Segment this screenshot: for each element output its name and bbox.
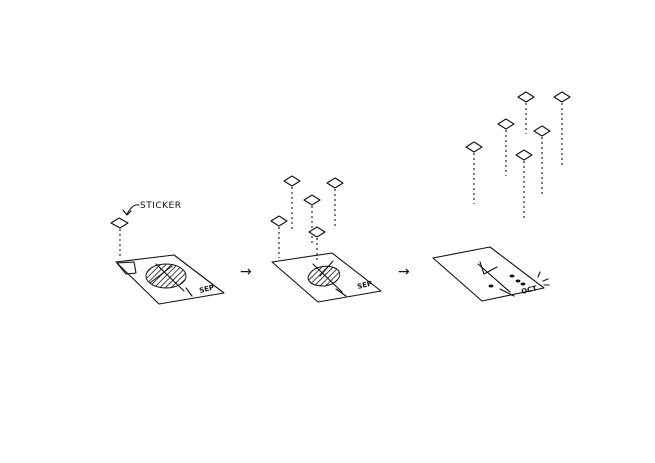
cross-stroke [312,263,347,297]
stage-2: SEP [270,175,382,303]
stage-3: OCT [432,91,571,302]
cross-stroke [155,263,193,297]
sticker-callout-arrowhead [122,209,132,216]
floating-sticker [270,215,288,227]
sparkle-lines [537,271,550,286]
flow-arrow-1: → [240,264,252,280]
floating-sticker [515,149,533,161]
card-stage-1: SEP [115,254,225,305]
leftover-speck [520,282,526,286]
floating-sticker [283,175,301,187]
floating-sticker [326,177,344,189]
flow-arrow-2: → [398,264,410,280]
floating-sticker [553,91,571,103]
floating-sticker [465,141,483,153]
hatched-blob-partial [307,265,341,287]
leftover-speck [509,274,515,278]
card-stage-2: SEP [271,252,382,303]
leftover-speck [515,279,521,283]
stage-1: STICKER SEP [110,201,225,305]
hatched-blob [145,263,187,289]
cross-stroke [477,263,515,297]
card-stage-3: OCT [432,246,550,302]
floating-sticker [497,118,515,130]
floating-sticker [517,91,535,103]
card-date-label: OCT [521,284,539,296]
floating-sticker [110,217,129,229]
sticker-label: STICKER [140,201,182,211]
card-date-label: SEP [199,284,215,295]
card-date-label: SEP [357,280,373,291]
sticker-callout-arrow [126,204,140,215]
floating-sticker [533,125,551,137]
leftover-speck [488,284,494,288]
floating-sticker [308,226,326,238]
floating-sticker [303,194,321,206]
